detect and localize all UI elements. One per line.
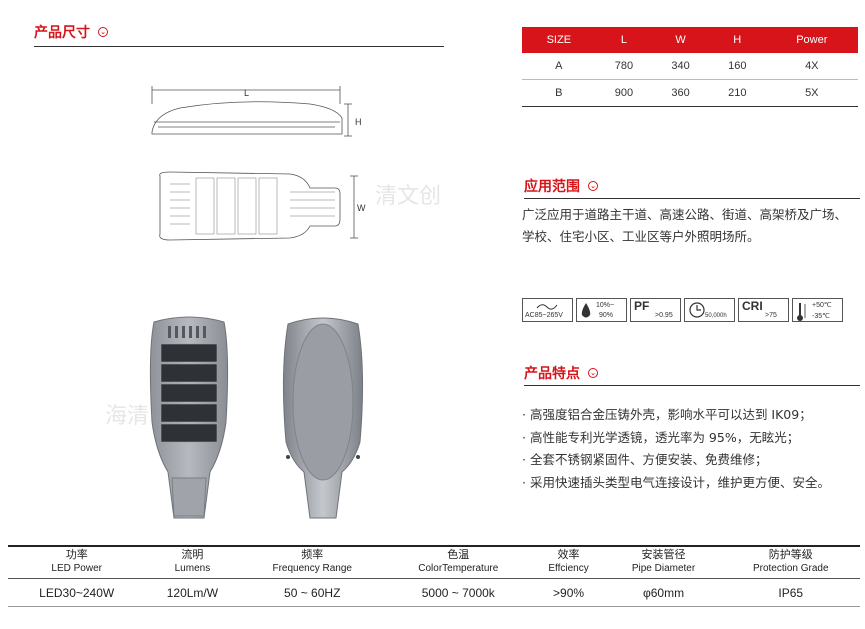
table-cell: φ60mm: [605, 578, 722, 607]
dimension-w-label: W: [357, 203, 366, 213]
thermometer-icon: +50℃ -35℃: [792, 298, 843, 322]
column-header: SIZE: [522, 27, 596, 53]
section-title-text: 应用范围: [524, 179, 580, 195]
list-item: · 高强度铝合金压铸外壳，影响水平可以达到 IK09；: [522, 407, 812, 422]
table-cell: 160: [708, 53, 766, 80]
watermark: 海清: [105, 404, 150, 429]
header-en: Pipe Diameter: [631, 563, 696, 574]
table-cell: B: [522, 79, 596, 107]
header-cn: 流明: [181, 549, 204, 561]
table-cell: 900: [595, 79, 653, 107]
table-row: B 900 360 210 5X: [522, 79, 858, 107]
column-header: 色温 ColorTemperature: [385, 545, 532, 579]
column-header: 功率 LED Power: [8, 545, 146, 579]
header-en: Effciency: [548, 563, 589, 574]
application-line: 学校、住宅小区、工业区等户外照明场所。: [522, 229, 760, 244]
header-cn: 色温: [447, 549, 470, 561]
divider: [524, 385, 860, 386]
column-header: Power: [765, 27, 858, 53]
table-row: LED30~240W 120Lm/W 50 ~ 60HZ 5000 ~ 7000…: [8, 578, 860, 607]
table-row: A 780 340 160 4X: [522, 53, 858, 80]
power-factor-icon: PF >0.95: [630, 298, 681, 322]
divider: [524, 198, 860, 199]
spec-icon-row: AC85~265V 10%~ 90% PF >0.95 50,000h CRI …: [522, 298, 843, 322]
column-header: 频率 Frequency Range: [239, 545, 385, 579]
section-title-text: 产品特点: [524, 366, 580, 382]
dimension-l-label: L: [244, 88, 249, 98]
header-en: LED Power: [51, 563, 102, 574]
column-header: 防护等级 Protection Grade: [721, 545, 860, 579]
dimension-h-label: H: [355, 117, 362, 127]
section-title-text: 产品尺寸: [34, 25, 90, 41]
header-cn: 安装管径: [641, 549, 686, 561]
cri-icon: CRI >75: [738, 298, 789, 322]
pf-text: >0.95: [655, 312, 673, 319]
table-cell: 360: [652, 79, 709, 107]
header-en: Lumens: [174, 563, 211, 574]
pf-label: PF: [634, 299, 650, 313]
cri-label: CRI: [742, 299, 763, 313]
header-cn: 功率: [65, 549, 88, 561]
table-cell: 120Lm/W: [145, 578, 240, 607]
clock-icon: 50,000h: [684, 298, 735, 322]
column-header: H: [708, 27, 766, 53]
header-en: Protection Grade: [752, 563, 829, 574]
table-cell: 340: [652, 53, 709, 80]
lifetime-text: 50,000h: [705, 313, 727, 319]
section-title-size: 产品尺寸 ⌄: [34, 22, 108, 42]
header-cn: 效率: [557, 549, 580, 561]
voltage-icon: AC85~265V: [522, 298, 573, 322]
header-cn: 频率: [301, 549, 324, 561]
table-cell: A: [522, 53, 596, 80]
humidity-icon: 10%~ 90%: [576, 298, 627, 322]
table-cell: 4X: [765, 53, 858, 80]
list-item: · 全套不锈钢紧固件、方便安装、免费维修；: [522, 452, 768, 467]
product-back-image: [282, 317, 364, 519]
temp-text-bottom: -35℃: [812, 313, 830, 320]
application-line: 广泛应用于道路主干道、高速公路、街道、高架桥及广场、: [522, 207, 848, 222]
list-item: · 采用快速插头类型电气连接设计，维护更方便、安全。: [522, 474, 830, 490]
humidity-text-bottom: 90%: [599, 312, 614, 319]
application-text: 广泛应用于道路主干道、高速公路、街道、高架桥及广场、 学校、住宅小区、工业区等户…: [522, 204, 862, 248]
table-cell: >90%: [531, 578, 606, 607]
chevron-down-icon: ⌄: [588, 181, 598, 191]
table-cell: 210: [708, 79, 766, 107]
chevron-down-icon: ⌄: [98, 27, 108, 37]
column-header: 流明 Lumens: [145, 545, 240, 579]
voltage-text: AC85~265V: [525, 312, 563, 319]
column-header: W: [652, 27, 709, 53]
column-header: 安装管径 Pipe Diameter: [605, 545, 722, 579]
section-title-application: 应用范围 ⌄: [524, 176, 598, 196]
chevron-down-icon: ⌄: [588, 368, 598, 378]
humidity-text-top: 10%~: [596, 302, 615, 309]
header-en: Frequency Range: [272, 563, 352, 574]
section-title-features: 产品特点 ⌄: [524, 363, 598, 383]
dimension-drawing: L H W: [151, 86, 366, 241]
column-header: 效率 Effciency: [531, 545, 606, 579]
temp-text-top: +50℃: [812, 302, 832, 309]
header-cn: 防护等级: [768, 549, 813, 561]
list-item: · 高性能专利光学透镜，透光率为 95%，无眩光；: [522, 429, 800, 445]
table-cell: 780: [595, 53, 653, 80]
table-cell: IP65: [721, 578, 860, 607]
feature-list: · 高强度铝合金压铸外壳，影响水平可以达到 IK09； · 高性能专利光学透镜，…: [522, 404, 862, 494]
table-cell: 5X: [765, 79, 858, 107]
divider: [34, 46, 444, 47]
header-en: ColorTemperature: [418, 563, 499, 574]
table-cell: 50 ~ 60HZ: [239, 578, 385, 607]
table-header-row: SIZE L W H Power: [522, 27, 858, 53]
size-table: SIZE L W H Power A 780 340 160 4X B 900 …: [522, 27, 858, 107]
spec-table: 功率 LED Power 流明 Lumens 频率 Frequency Range 色…: [8, 545, 860, 607]
watermark: 清文创: [375, 184, 442, 209]
table-cell: 5000 ~ 7000k: [385, 578, 532, 607]
product-front-image: [149, 316, 229, 519]
column-header: L: [595, 27, 653, 53]
cri-text: >75: [765, 312, 777, 319]
table-cell: LED30~240W: [8, 578, 146, 607]
table-header-row: 功率 LED Power 流明 Lumens 频率 Frequency Range 色…: [8, 545, 860, 579]
